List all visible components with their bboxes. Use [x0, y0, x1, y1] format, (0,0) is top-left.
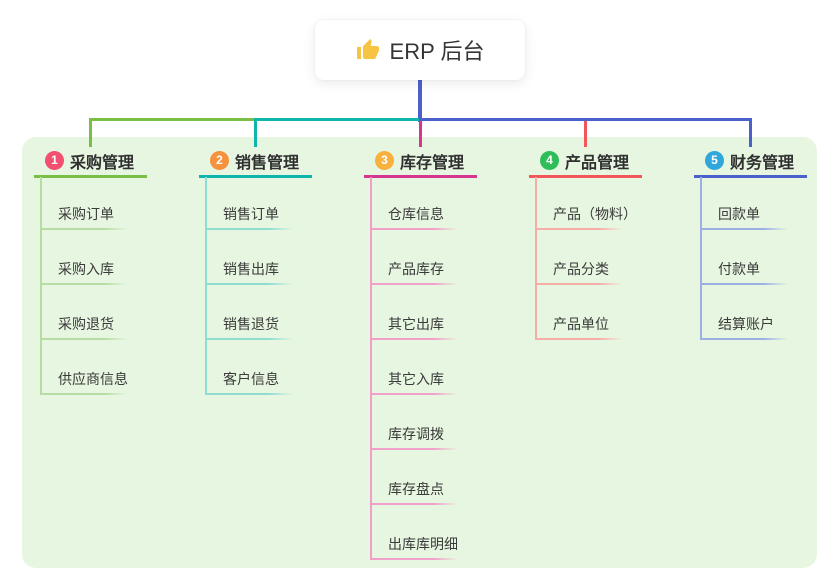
branch-spine-line	[40, 177, 42, 395]
child-underline	[370, 503, 458, 505]
child-node[interactable]: 产品分类	[553, 261, 609, 277]
thumbs-up-icon	[356, 38, 380, 62]
child-node[interactable]: 销售订单	[223, 206, 279, 222]
branch-title: 产品管理	[565, 154, 630, 172]
child-underline	[40, 338, 128, 340]
root-title: ERP 后台	[389, 39, 485, 64]
branch-header[interactable]: 2 销售管理	[210, 150, 300, 172]
child-underline	[205, 283, 293, 285]
child-node[interactable]: 出库库明细	[388, 536, 458, 552]
child-node[interactable]: 客户信息	[223, 371, 279, 387]
branch-spine-line	[370, 177, 372, 560]
branch-drop-line	[253, 121, 257, 147]
root-connector-line	[417, 80, 422, 122]
branch-header[interactable]: 5 财务管理	[705, 150, 795, 172]
child-node[interactable]: 其它出库	[388, 316, 444, 332]
branch-drop-line	[583, 121, 587, 147]
branch-underline	[199, 175, 312, 178]
child-node[interactable]: 结算账户	[718, 316, 774, 332]
branch-header[interactable]: 4 产品管理	[540, 150, 630, 172]
child-underline	[370, 338, 458, 340]
child-node[interactable]: 销售退货	[223, 316, 279, 332]
branch-spine-line	[205, 177, 207, 395]
child-node[interactable]: 库存盘点	[388, 481, 444, 497]
branch-header[interactable]: 1 采购管理	[45, 150, 135, 172]
branch-drop-line	[748, 121, 752, 147]
child-node[interactable]: 仓库信息	[388, 206, 444, 222]
child-underline	[370, 283, 458, 285]
child-underline	[700, 228, 788, 230]
child-underline	[205, 228, 293, 230]
child-node[interactable]: 产品（物料）	[553, 206, 637, 222]
child-node[interactable]: 库存调拨	[388, 426, 444, 442]
branch-title: 库存管理	[400, 154, 465, 172]
connector-bus-segment	[418, 118, 752, 121]
branch-title: 销售管理	[235, 154, 300, 172]
branch-header[interactable]: 3 库存管理	[375, 150, 465, 172]
child-node[interactable]: 采购退货	[58, 316, 114, 332]
child-underline	[700, 338, 788, 340]
branch-number-badge: 4	[540, 151, 559, 170]
child-underline	[40, 283, 128, 285]
child-underline	[370, 228, 458, 230]
child-underline	[40, 393, 128, 395]
child-node[interactable]: 回款单	[718, 206, 760, 222]
root-node[interactable]: ERP 后台	[315, 20, 525, 80]
child-underline	[370, 393, 458, 395]
child-node[interactable]: 采购订单	[58, 206, 114, 222]
branch-number-badge: 5	[705, 151, 724, 170]
branch-drop-line	[418, 121, 422, 147]
child-node[interactable]: 供应商信息	[58, 371, 128, 387]
child-underline	[205, 338, 293, 340]
background-panel	[22, 137, 817, 568]
branch-underline	[34, 175, 147, 178]
child-underline	[700, 283, 788, 285]
branch-title: 采购管理	[70, 154, 135, 172]
connector-bus-segment	[253, 118, 422, 121]
child-node[interactable]: 销售出库	[223, 261, 279, 277]
child-node[interactable]: 其它入库	[388, 371, 444, 387]
branch-number-badge: 2	[210, 151, 229, 170]
child-node[interactable]: 产品单位	[553, 316, 609, 332]
branch-underline	[529, 175, 642, 178]
child-underline	[535, 283, 623, 285]
child-node[interactable]: 采购入库	[58, 261, 114, 277]
branch-spine-line	[700, 177, 702, 340]
child-underline	[40, 228, 128, 230]
branch-underline	[694, 175, 807, 178]
child-underline	[370, 448, 458, 450]
child-underline	[535, 228, 623, 230]
branch-underline	[364, 175, 477, 178]
branch-number-badge: 3	[375, 151, 394, 170]
branch-drop-line	[88, 121, 92, 147]
child-node[interactable]: 付款单	[718, 261, 760, 277]
child-node[interactable]: 产品库存	[388, 261, 444, 277]
connector-bus-segment	[88, 118, 257, 121]
child-underline	[370, 558, 458, 560]
branch-spine-line	[535, 177, 537, 340]
child-underline	[535, 338, 623, 340]
child-underline	[205, 393, 293, 395]
branch-number-badge: 1	[45, 151, 64, 170]
branch-title: 财务管理	[730, 154, 795, 172]
